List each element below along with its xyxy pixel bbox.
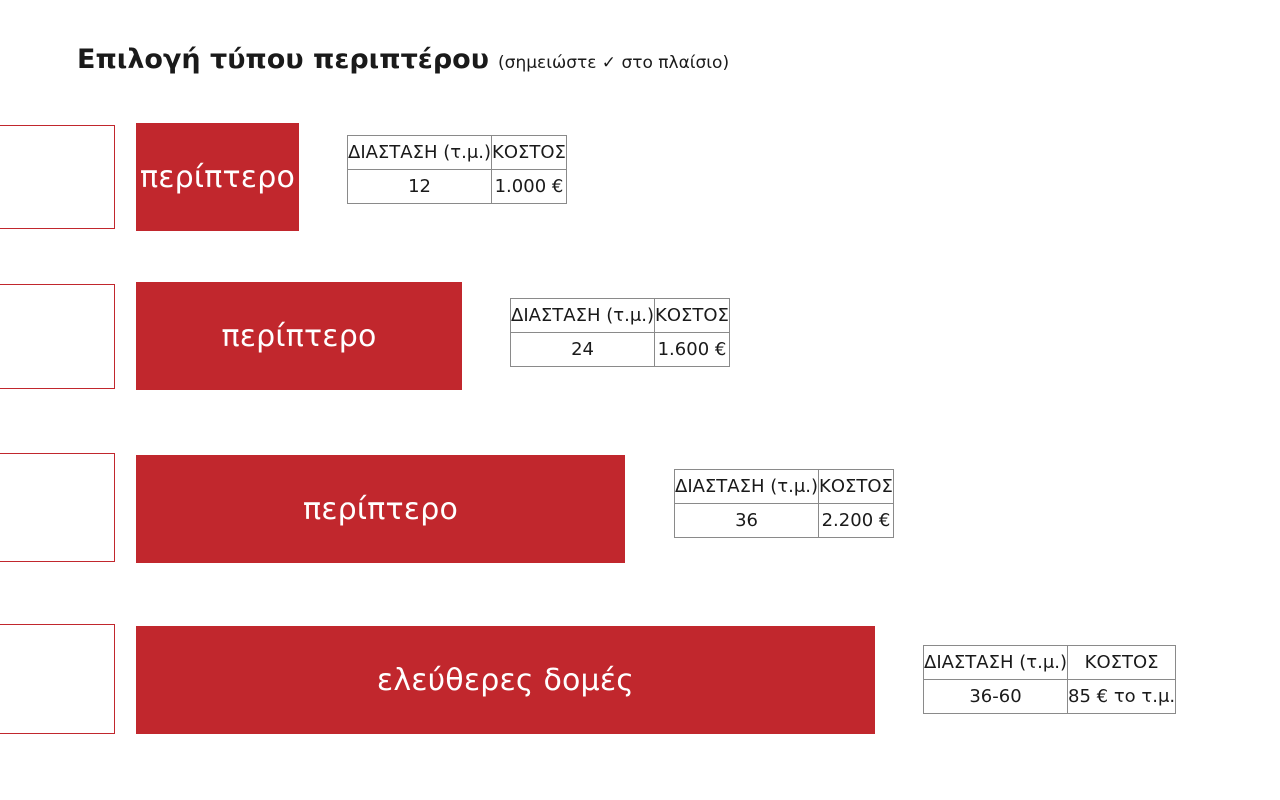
option-2-table: ΔΙΑΣΤΑΣΗ (τ.μ.) ΚΟΣΤΟΣ 24 1.600 € (509, 298, 730, 367)
option-2-block: περίπτερο (136, 282, 462, 390)
cost-value: 1.600 € (654, 332, 730, 367)
cost-header: ΚΟΣΤΟΣ (818, 469, 894, 504)
option-3-table: ΔΙΑΣΤΑΣΗ (τ.μ.) ΚΟΣΤΟΣ 36 2.200 € (673, 469, 894, 538)
cost-value: 1.000 € (491, 169, 567, 204)
option-1-checkbox[interactable] (0, 125, 115, 229)
page-heading: Επιλογή τύπου περιπτέρου (σημειώστε ✓ στ… (77, 44, 729, 75)
option-4-block: ελεύθερες δομές (136, 626, 875, 734)
option-4-table: ΔΙΑΣΤΑΣΗ (τ.μ.) ΚΟΣΤΟΣ 36-60 85 € το τ.μ… (922, 645, 1177, 714)
cost-header: ΚΟΣΤΟΣ (1067, 645, 1177, 680)
option-4-checkbox[interactable] (0, 624, 115, 734)
option-1-block: περίπτερο (136, 123, 299, 231)
dimension-header: ΔΙΑΣΤΑΣΗ (τ.μ.) (673, 469, 820, 504)
cost-header: ΚΟΣΤΟΣ (491, 135, 567, 170)
dimension-header: ΔΙΑΣΤΑΣΗ (τ.μ.) (509, 298, 656, 333)
page-instruction: (σημειώστε ✓ στο πλαίσιο) (498, 53, 730, 73)
option-1-table: ΔΙΑΣΤΑΣΗ (τ.μ.) ΚΟΣΤΟΣ 12 1.000 € (346, 135, 567, 204)
dimension-value: 24 (509, 332, 656, 367)
cost-value: 85 € το τ.μ. (1067, 679, 1177, 714)
cost-value: 2.200 € (818, 503, 894, 538)
page-title: Επιλογή τύπου περιπτέρου (77, 44, 489, 75)
dimension-value: 12 (346, 169, 493, 204)
option-2-checkbox[interactable] (0, 284, 115, 389)
dimension-value: 36 (673, 503, 820, 538)
dimension-header: ΔΙΑΣΤΑΣΗ (τ.μ.) (922, 645, 1069, 680)
dimension-value: 36-60 (922, 679, 1069, 714)
dimension-header: ΔΙΑΣΤΑΣΗ (τ.μ.) (346, 135, 493, 170)
option-3-checkbox[interactable] (0, 453, 115, 562)
cost-header: ΚΟΣΤΟΣ (654, 298, 730, 333)
option-3-block: περίπτερο (136, 455, 625, 563)
